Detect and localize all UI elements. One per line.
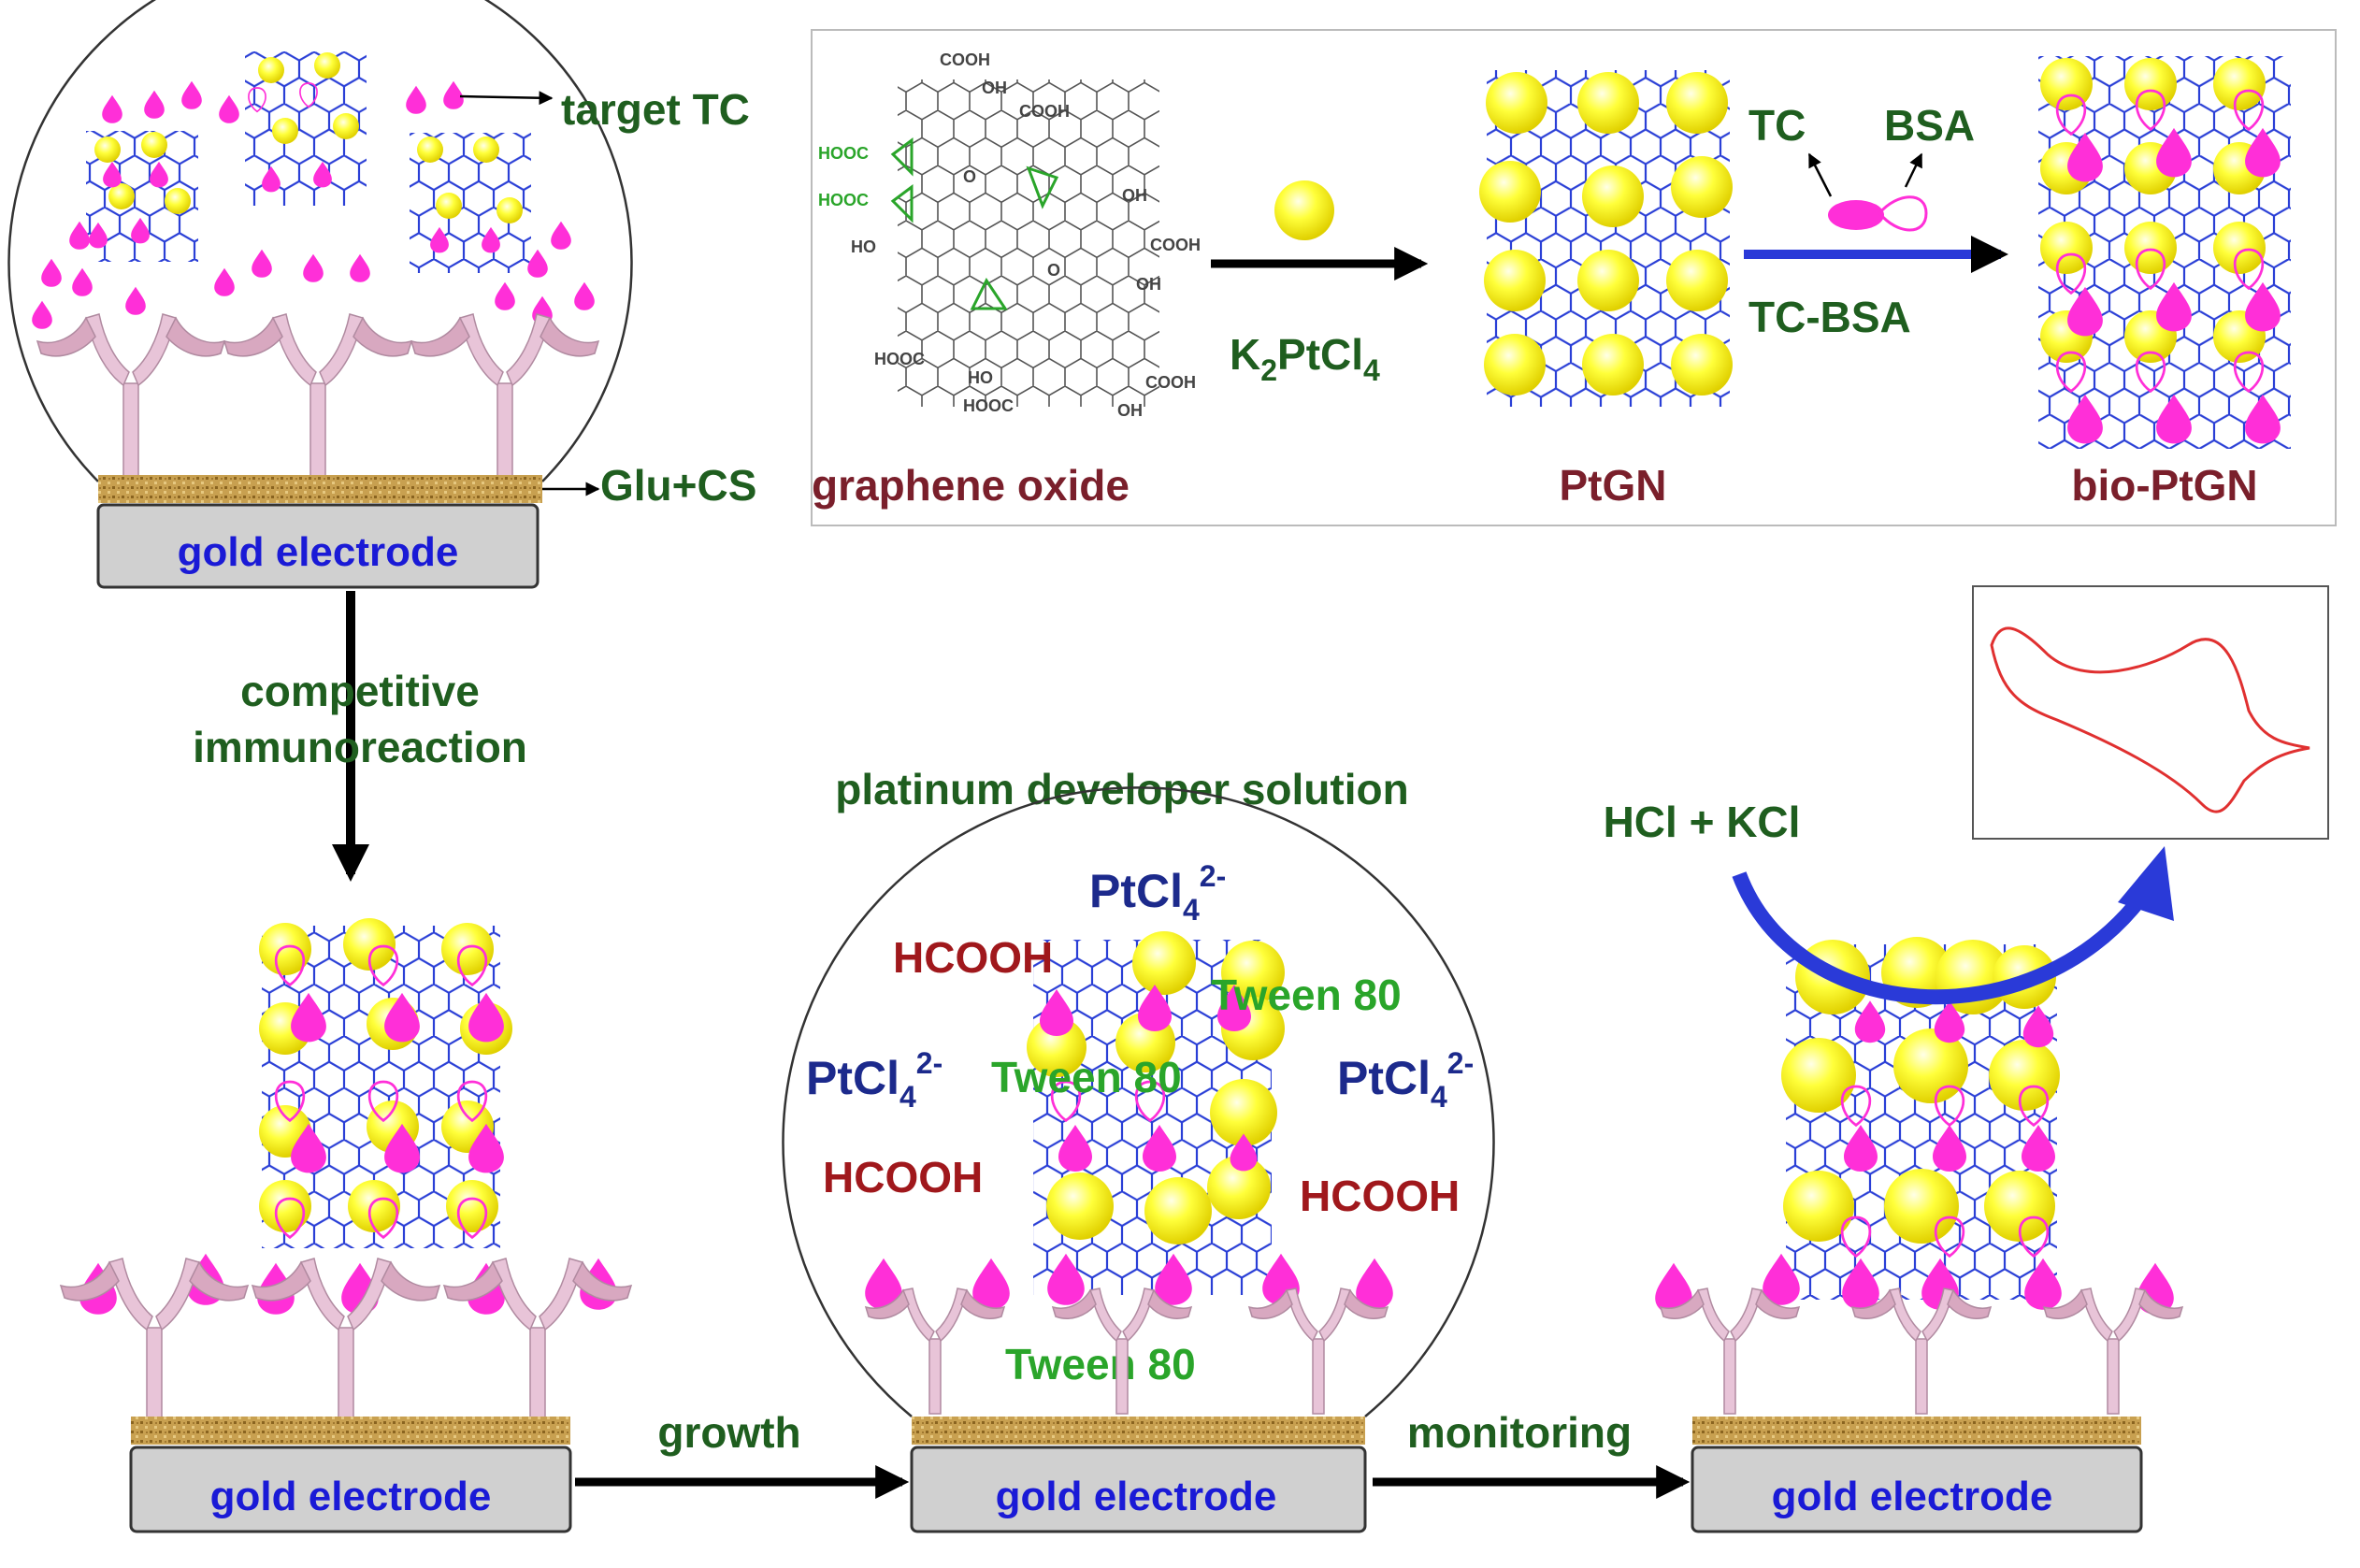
glu-cs-label: Glu+CS <box>600 461 756 510</box>
captured-bioptgn-left <box>259 918 512 1248</box>
electrode-label-bottom-middle: gold electrode <box>996 1474 1277 1519</box>
cv-frame <box>1972 585 2329 840</box>
top-left-sensor-group: gold electrode target TC Glu+CS <box>7 0 756 589</box>
go-hooc-1: HOOC <box>874 350 925 368</box>
go-hooc-green-2: HOOC <box>818 191 869 209</box>
antibodies-top <box>36 313 599 487</box>
bioptgn-label: bio-PtGN <box>2071 461 2257 510</box>
hcl-kcl-label: HCl + KCl <box>1604 798 1801 846</box>
go-oh-4: OH <box>1117 401 1143 420</box>
growth-label: growth <box>657 1408 800 1457</box>
mini-bioptgn-cluster-3 <box>410 133 531 273</box>
ptcl4-label-top: PtCl42- <box>1089 859 1226 927</box>
go-ho-2: HO <box>968 368 993 387</box>
hcooh-label-2: HCOOH <box>823 1153 983 1201</box>
electrode-label-top: gold electrode <box>178 529 459 575</box>
electrode-bottom-left <box>129 1446 572 1533</box>
tc-bsa-conjugate-icon <box>1828 195 1928 232</box>
competitive-label-1: competitive <box>240 667 480 715</box>
mini-bioptgn-cluster-1 <box>86 131 198 262</box>
growing-ptgn <box>1027 931 1285 1295</box>
competitive-label-2: immunoreaction <box>193 723 527 771</box>
hcooh-label-3: HCOOH <box>1300 1172 1460 1220</box>
ptgn-label: PtGN <box>1560 461 1667 510</box>
electrode-label-bottom-right: gold electrode <box>1772 1474 2053 1519</box>
ptcl4-label-left: PtCl42- <box>806 1046 943 1114</box>
solution-circle <box>782 786 1495 1417</box>
go-cooh-3: COOH <box>1150 236 1201 254</box>
tween-label-3: Tween 80 <box>1005 1340 1196 1388</box>
go-cooh-2: COOH <box>1019 102 1070 121</box>
go-cooh-1: COOH <box>940 50 990 69</box>
graphene-oxide-label: graphene oxide <box>812 461 1130 510</box>
k2ptcl4-label: K2PtCl4 <box>1230 330 1380 387</box>
bottom-left-sensor-group: gold electrode <box>60 918 632 1533</box>
bsa-label: BSA <box>1884 101 1975 150</box>
go-cooh-4: COOH <box>1145 373 1196 392</box>
electrode-bottom-middle <box>910 1446 1367 1533</box>
bottom-right-sensor-group: gold electrode <box>1655 937 2183 1533</box>
go-hooc-green-1: HOOC <box>818 144 869 163</box>
ptgn-sheet <box>1479 70 1733 407</box>
electrode-top <box>96 503 540 589</box>
bioptgn-sheet <box>2038 56 2291 449</box>
bottom-middle-sensor-group: platinum developer solution PtCl42- HCOO… <box>782 765 1495 1533</box>
tween-label-1: Tween 80 <box>1211 971 1402 1019</box>
pt-nanoparticle-icon <box>1274 180 1334 240</box>
curved-blue-arrow <box>1732 871 2148 1005</box>
ptcl4-label-right: PtCl42- <box>1337 1046 1474 1114</box>
bioptgn-preparation-panel: COOH OH COOH OH COOH OH COOH OH HOOC HOO… <box>811 29 2337 526</box>
go-oh-3: OH <box>1136 275 1161 294</box>
cv-curve <box>1990 626 2310 813</box>
tc-bsa-label: TC-BSA <box>1748 293 1911 341</box>
target-tc-label: target TC <box>561 85 750 134</box>
target-tc-pointer <box>459 91 554 106</box>
grown-ptgn <box>1781 937 2060 1300</box>
mini-bioptgn-cluster-2 <box>245 51 367 206</box>
electrode-label-bottom-left: gold electrode <box>210 1474 492 1519</box>
go-hooc-2: HOOC <box>963 396 1014 415</box>
go-o-1: O <box>963 167 976 186</box>
tc-pointer <box>1807 152 1833 197</box>
bsa-pointer <box>1904 152 1923 188</box>
curved-blue-arrowhead <box>2118 846 2174 921</box>
tc-label: TC <box>1748 101 1806 150</box>
magnifier-circle-top <box>7 0 633 482</box>
electrode-bottom-right <box>1691 1446 2143 1533</box>
go-o-2: O <box>1047 261 1060 280</box>
tween-label-2: Tween 80 <box>991 1053 1182 1101</box>
cyclic-voltammogram-inset <box>1972 585 2329 840</box>
monitoring-label: monitoring <box>1407 1408 1632 1457</box>
go-oh-1: OH <box>982 79 1007 97</box>
glu-cs-layer-top <box>98 475 542 503</box>
go-ho-1: HO <box>851 237 876 256</box>
hcooh-label-1: HCOOH <box>893 933 1053 982</box>
go-oh-2: OH <box>1122 186 1147 205</box>
graphene-oxide-structure: COOH OH COOH OH COOH OH COOH OH HOOC HOO… <box>818 50 1201 420</box>
